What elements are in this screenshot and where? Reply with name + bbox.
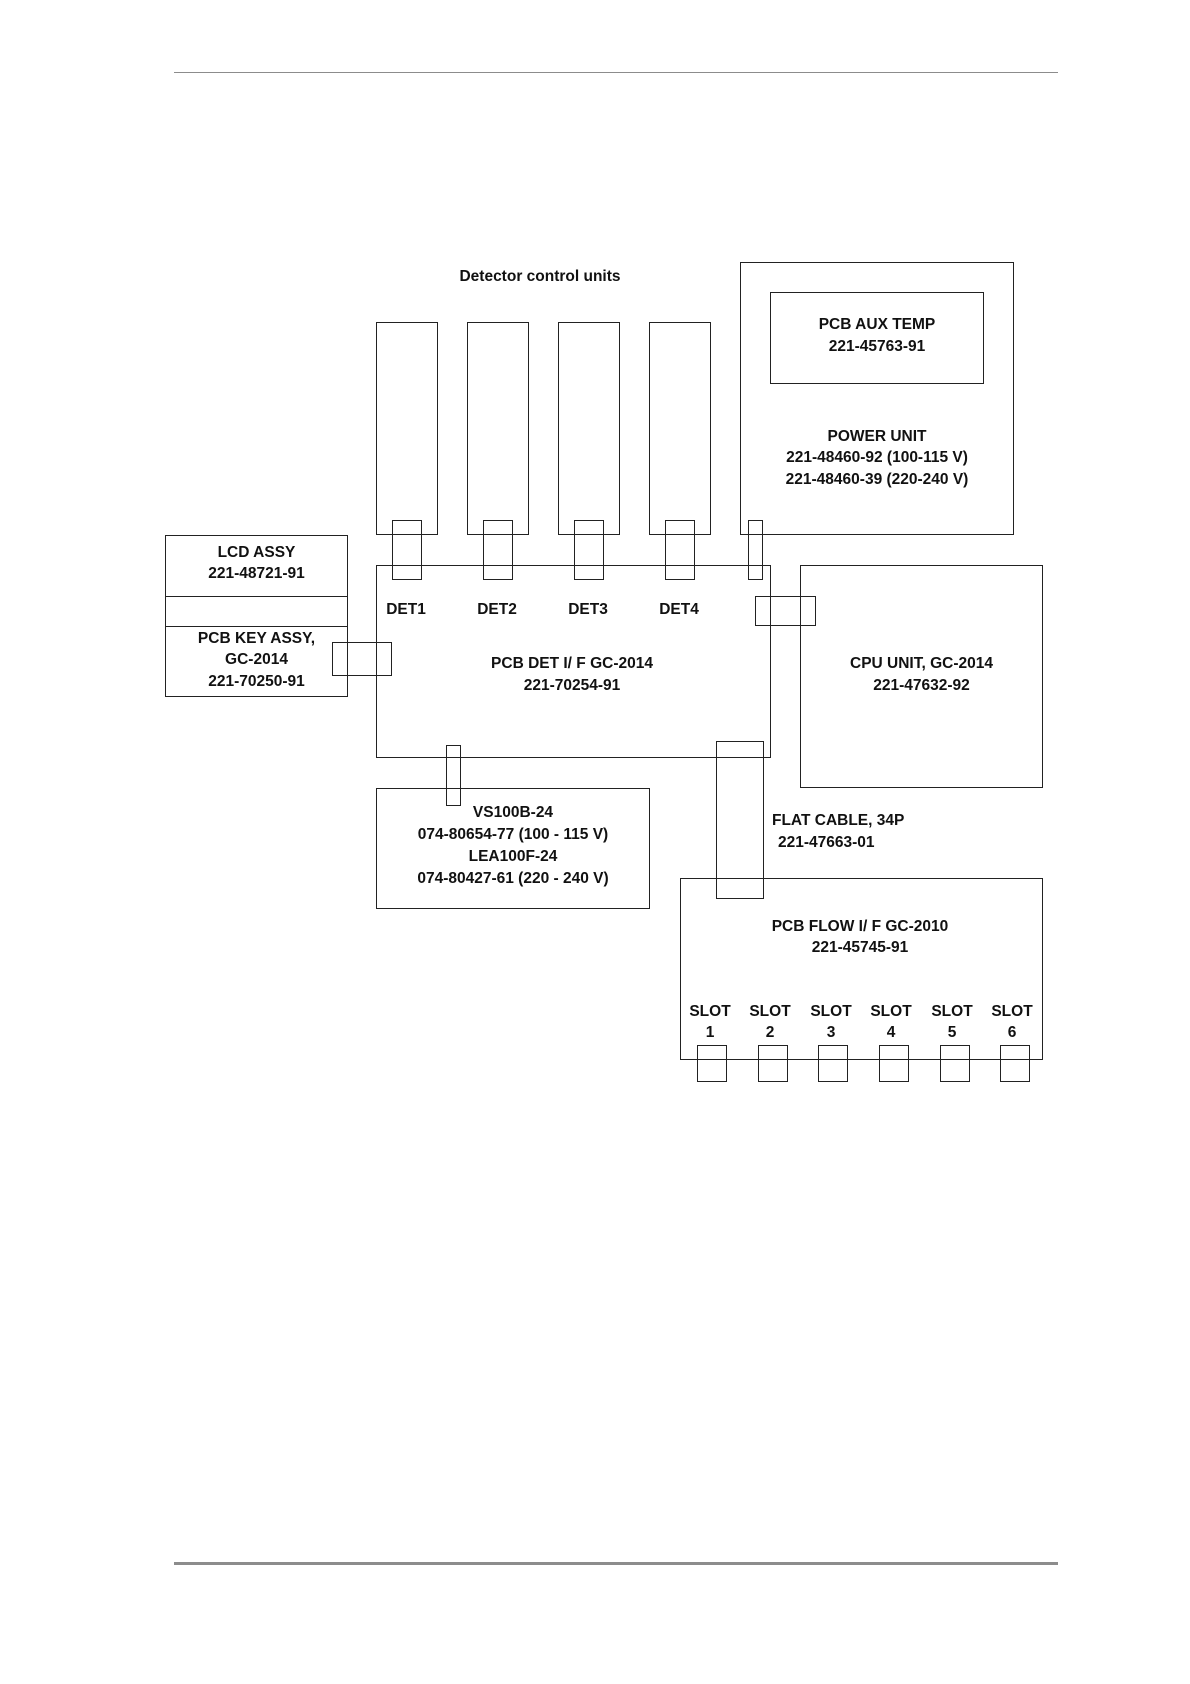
slot-6-connector — [1000, 1045, 1030, 1082]
slot-1-connector — [697, 1045, 727, 1082]
pcb-flow-if-box — [680, 878, 1043, 1060]
flat-cable-part: 221-47663-01 — [778, 834, 875, 851]
key-assy-connector — [332, 642, 392, 676]
flat-cable — [716, 741, 764, 899]
cpu-unit-part: 221-47632-92 — [873, 677, 970, 694]
slot-6-number: 6 — [1007, 1024, 1017, 1041]
header-rule — [174, 72, 1058, 73]
det4-connector — [665, 520, 695, 580]
slot-3-word: SLOT — [810, 1003, 852, 1020]
slot-4-word: SLOT — [870, 1003, 912, 1020]
slot-1-word: SLOT — [689, 1003, 731, 1020]
slot-2-connector — [758, 1045, 788, 1082]
psu-box — [376, 788, 650, 909]
cpu-unit-box — [800, 565, 1043, 788]
slot-5-connector — [940, 1045, 970, 1082]
lcd-assy-part: 221-48721-91 — [208, 565, 305, 582]
power-connector — [748, 520, 763, 580]
pcb-det-if-part: 221-70254-91 — [523, 677, 621, 694]
footer-rule — [174, 1562, 1058, 1565]
det-label-4: DET4 — [659, 601, 699, 618]
det-label-1: DET1 — [386, 601, 426, 618]
pcb-flow-if-part: 221-45745-91 — [811, 939, 909, 956]
slot-5-number: 5 — [947, 1024, 957, 1041]
pcb-det-if-name: PCB DET I/ F GC-2014 — [491, 655, 653, 672]
lcd-key-divider — [165, 596, 348, 627]
psu-connector — [446, 745, 461, 806]
pcb-key-assy-part: 221-70250-91 — [208, 673, 305, 690]
detector-unit-4 — [649, 322, 711, 535]
slot-3-number: 3 — [826, 1024, 836, 1041]
power-unit-part-b: 221-48460-39 (220-240 V) — [785, 471, 969, 488]
pcb-key-assy-model: GC-2014 — [225, 651, 288, 668]
detector-unit-3 — [558, 322, 620, 535]
psu-line-3: LEA100F-24 — [468, 848, 558, 865]
psu-line-4: 074-80427-61 (220 - 240 V) — [417, 870, 609, 887]
slot-3-connector — [818, 1045, 848, 1082]
power-unit-name: POWER UNIT — [827, 428, 927, 445]
slot-5-word: SLOT — [931, 1003, 973, 1020]
diagram-title: Detector control units — [459, 268, 621, 285]
slot-4-number: 4 — [886, 1024, 896, 1041]
pcb-det-if-box — [376, 565, 771, 758]
slot-6-word: SLOT — [991, 1003, 1033, 1020]
det-label-3: DET3 — [568, 601, 608, 618]
pcb-key-assy-name: PCB KEY ASSY, — [197, 630, 316, 647]
power-unit-box — [740, 262, 1014, 535]
pcb-aux-temp-name: PCB AUX TEMP — [818, 316, 936, 333]
pcb-aux-temp-box — [770, 292, 984, 384]
det3-connector — [574, 520, 604, 580]
cpu-unit-name: CPU UNIT, GC-2014 — [850, 655, 993, 672]
det1-connector — [392, 520, 422, 580]
flat-cable-name: FLAT CABLE, 34P — [772, 812, 905, 829]
slot-2-word: SLOT — [749, 1003, 791, 1020]
det-label-2: DET2 — [477, 601, 517, 618]
detector-unit-1 — [376, 322, 438, 535]
power-unit-part-a: 221-48460-92 (100-115 V) — [786, 449, 968, 466]
detector-unit-2 — [467, 322, 529, 535]
lcd-assy-name: LCD ASSY — [217, 544, 296, 561]
slot-1-number: 1 — [705, 1024, 715, 1041]
det2-connector — [483, 520, 513, 580]
psu-line-1: VS100B-24 — [472, 804, 554, 821]
cpu-connector — [755, 596, 816, 626]
pcb-aux-temp-part: 221-45763-91 — [828, 338, 926, 355]
slot-2-number: 2 — [765, 1024, 775, 1041]
pcb-flow-if-name: PCB FLOW I/ F GC-2010 — [771, 918, 949, 935]
slot-4-connector — [879, 1045, 909, 1082]
psu-line-2: 074-80654-77 (100 - 115 V) — [417, 826, 609, 843]
